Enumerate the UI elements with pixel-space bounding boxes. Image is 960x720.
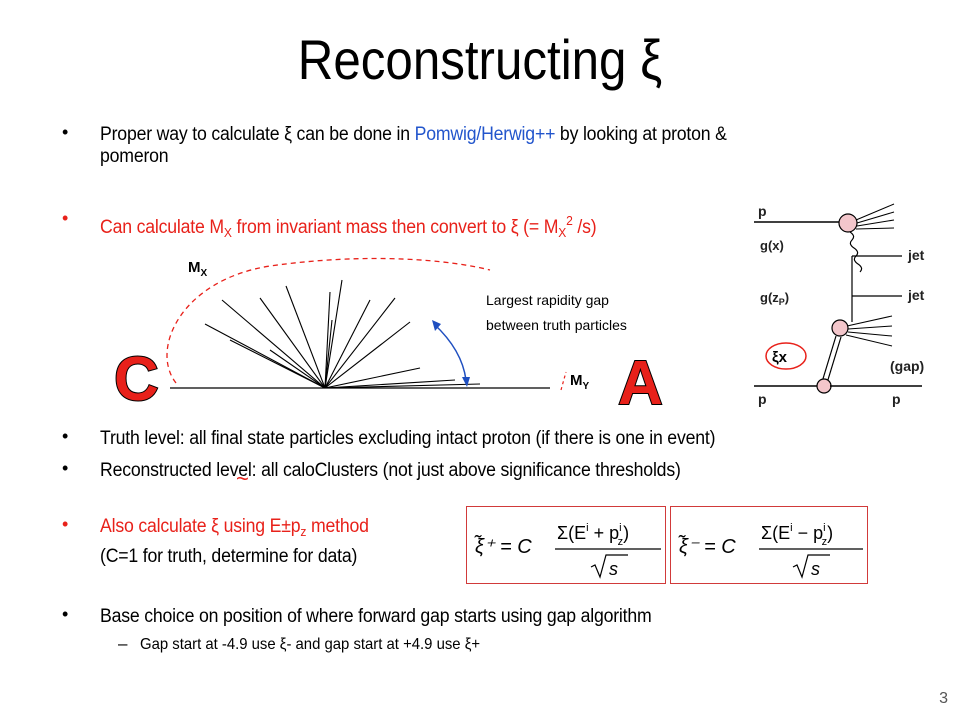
my-label: MY [570,372,590,392]
bullet-dot: • [62,426,69,446]
gx-label: g(x) [760,238,784,253]
p-bottom-left-label: p [758,391,767,407]
jet2-label: jet [907,287,925,303]
bullet-dot: • [62,122,69,142]
bullet-3-text: Truth level: all final state particles e… [100,428,716,449]
gap-label-line2: between truth particles [486,317,627,333]
mx-label: MX [188,259,208,279]
slide-title: Reconstructing ξ [297,28,663,91]
xi-minus-lhs: ξ̃⁻ = C [678,534,736,558]
xi-x-label: ξx [772,349,788,366]
bullet-dot: • [62,458,69,478]
side-a-label: A [618,349,663,410]
pomwig-link: Pomwig/Herwig++ [414,124,556,145]
page-number: 3 [939,690,948,707]
bullet-6-text: Base choice on position of where forward… [100,606,652,627]
xi-minus-denominator: s [811,559,820,579]
xi-plus-denominator: s [609,559,618,579]
bullet-2-text: Can calculate MX from invariant mass the… [100,213,597,240]
gap-arrow [433,323,467,381]
bullet-dot: • [62,604,69,624]
xi-plus-lhs: ξ̃⁺ = C [474,534,532,558]
bullet-5-line2: (C=1 for truth, determine for data) [100,546,358,567]
rapidity-gap-diagram: MX MY Largest rapidity gap between truth… [113,257,664,410]
bullet-4-text: Reconstructed level: all caloClusters (n… [100,460,681,481]
jet1-label: jet [907,247,925,263]
bullet-1-text: Proper way to calculate ξ can be done in… [100,124,727,145]
bullet-dot: • [62,514,69,534]
sub-bullet-text: Gap start at -4.9 use ξ- and gap start a… [140,636,481,653]
arrow-head-bottom [462,377,470,387]
gap-label: (gap) [890,358,924,374]
tilde-mark: ~ [236,466,249,491]
xi-x-ellipse [765,342,807,370]
p-top-label: p [758,203,767,219]
bullet-1-line2: pomeron [100,146,169,167]
arrow-head-top [432,320,441,331]
my-dashed-mark [560,371,567,391]
gzp-label: g(zP) [760,290,789,307]
sub-bullet-dash: – [118,634,128,653]
bullet-5-text: Also calculate ξ using E±pz method [100,516,369,539]
bullet-dot: • [62,208,69,228]
p-bottom-right-label: p [892,391,901,407]
particle-lines [204,279,481,389]
feynman-diagram: p g(x) jet g(zP) jet ξx (gap) p p [754,203,925,407]
mx-dashed-arc [166,257,491,384]
gap-label-line1: Largest rapidity gap [486,292,609,308]
side-c-label: C [114,345,159,410]
